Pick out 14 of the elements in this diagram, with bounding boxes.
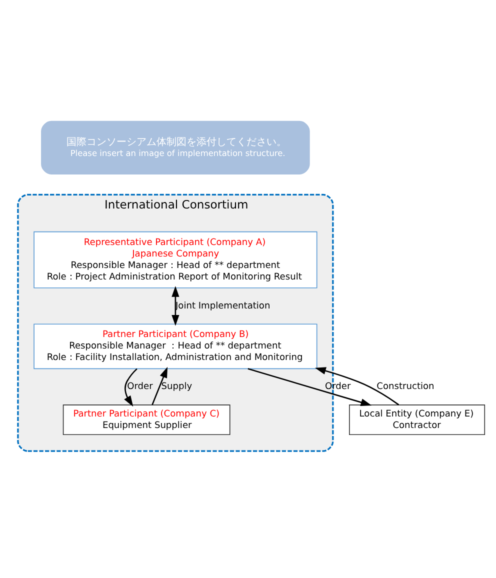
arrow [314, 366, 400, 405]
arrow [124, 368, 138, 406]
node-box: 国際コンソーシアム体制図を添付してください。 Please insert an image of implementation structure. [41, 120, 310, 174]
node-box: Partner Participant (Company B) Responsible Manager ：Head of ** department Role：Facility Installation, Administration and Monitoring [34, 323, 318, 369]
edge-label: Supply [161, 382, 192, 392]
node-box: Local Entity (Company E) Contractor [349, 404, 486, 435]
edge-label: Order [127, 382, 153, 392]
node-box: Partner Participant (Company C) Equipment Supplier [62, 404, 230, 435]
arrow [172, 285, 180, 326]
edge-label: Joint Implementation [175, 300, 270, 311]
edge-label: Construction [376, 382, 434, 392]
node-box: Representative Participant (Company A) Japanese Company Responsible Manager：Head of ** department Role：Project Administration Report of Monitoring Result [34, 230, 318, 288]
arrow [248, 368, 372, 406]
arrow [152, 366, 168, 405]
